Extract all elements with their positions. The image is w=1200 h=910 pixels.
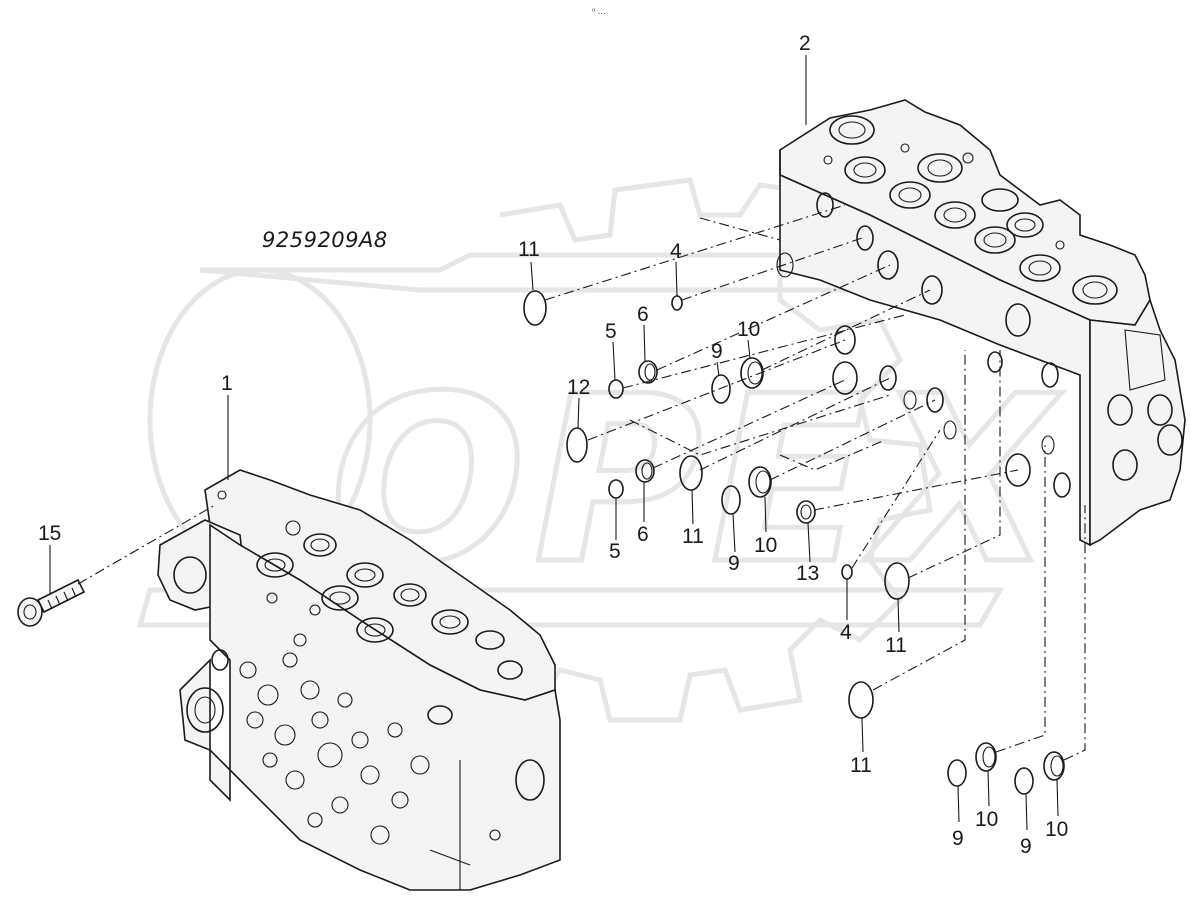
valve-block-upper: [776, 99, 1186, 547]
o-ring-11-c: [884, 562, 910, 600]
o-ring-13: [796, 500, 816, 524]
assembly-lines: [77, 204, 1086, 761]
callout-1: 1: [221, 372, 233, 395]
callout-5-a: 5: [605, 320, 617, 343]
callout-4-b: 4: [840, 621, 852, 644]
callout-6-b: 6: [637, 523, 649, 546]
backup-ring-10-a: [740, 357, 764, 389]
callout-10-a: 10: [737, 318, 760, 341]
backup-ring-10-c: [975, 742, 997, 772]
callout-5-b: 5: [609, 540, 621, 563]
o-ring-11-b: [679, 455, 703, 491]
o-ring-12: [566, 427, 588, 463]
backup-ring-10-d: [1043, 751, 1065, 781]
callout-9-a: 9: [711, 340, 723, 363]
callout-6-a: 6: [637, 303, 649, 326]
callout-12: 12: [567, 376, 590, 399]
seal-parts: [523, 290, 1065, 795]
callout-11-a: 11: [518, 238, 540, 261]
callout-13: 13: [796, 562, 819, 585]
watermark-gear: [397, 177, 933, 723]
bolt-15: [17, 578, 86, 627]
callout-9-b: 9: [728, 552, 740, 575]
valve-block-lower: [157, 469, 561, 891]
callout-11-d: 11: [850, 754, 872, 777]
callouts: 1 2 15 11 4 6 5 9 10 12 5 6 11 9 10 13 4…: [38, 32, 1068, 858]
top-mark: ⁰ …: [592, 7, 606, 16]
o-ring-5-a: [608, 379, 624, 399]
callout-11-c: 11: [885, 634, 907, 657]
callout-4-a: 4: [670, 240, 682, 263]
callout-10-d: 10: [1045, 818, 1068, 841]
callout-9-c: 9: [952, 827, 964, 850]
o-ring-11-a: [523, 290, 547, 326]
backup-ring-6-b: [635, 459, 655, 483]
o-ring-9-b: [721, 485, 741, 515]
callout-15: 15: [38, 522, 61, 545]
o-ring-11-d: [848, 681, 874, 719]
o-ring-9-a: [711, 374, 731, 404]
callout-11-b: 11: [682, 525, 704, 548]
o-ring-5-b: [608, 479, 624, 499]
document-number: 9259209A8: [262, 228, 388, 252]
leader-lines: [49, 55, 1059, 831]
backup-ring-6-a: [638, 360, 658, 384]
o-ring-9-c: [947, 759, 967, 787]
callout-2: 2: [799, 32, 811, 55]
o-ring-4-a: [671, 295, 683, 311]
callout-10-b: 10: [754, 534, 777, 557]
backup-ring-10-b: [748, 466, 772, 498]
o-ring-9-d: [1014, 767, 1034, 795]
callout-10-c: 10: [975, 808, 998, 831]
callout-9-d: 9: [1020, 835, 1032, 858]
